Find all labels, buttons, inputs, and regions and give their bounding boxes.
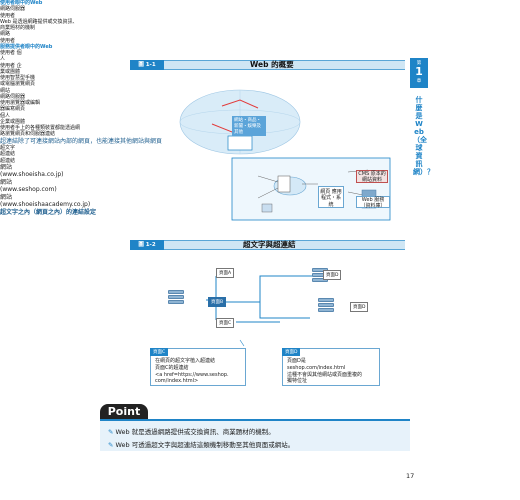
pencil-icon: ✎ xyxy=(108,428,114,436)
page-c-detail-line-4: com/index.html> xyxy=(155,378,199,384)
link-line-b-d2 xyxy=(259,302,310,319)
chapter-tab: 第 1 章 xyxy=(410,58,428,88)
link-line-b-d xyxy=(226,275,320,303)
site-right-mid-label: 網站 xyxy=(0,193,13,201)
figure1-tag: 圖 1-1 xyxy=(130,60,164,70)
page-d-2: 頁面D xyxy=(350,302,369,312)
small-user-label: 使用者 xyxy=(0,37,16,44)
left-note: 使用者手上的各種類裝置都能透過網路瀏覽網頁和伺服器連結 xyxy=(0,125,81,138)
private-label: 個人 xyxy=(0,112,11,119)
hyperlink-label-2: 超連結 xyxy=(0,157,16,164)
network-label: 網路 xyxy=(0,31,11,38)
chapter-side-title: 什麼是Web（全球資訊網）？ xyxy=(413,96,434,176)
point-line-2: ✎Web 可透過超文字與超連結這類機制移動至其他頁面或網站。 xyxy=(108,439,294,449)
server-left-icon xyxy=(168,290,184,308)
page-d-detail-head: 頁面D xyxy=(282,348,301,356)
web-app-box: 網頁 應用程式・系統 xyxy=(318,186,344,208)
pencil-icon: ✎ xyxy=(108,441,114,449)
figure2-title: 超文字與超連結 xyxy=(243,240,296,249)
point-line-1-text: Web 就是透過網路提供或交換資訊、商業題材的機制。 xyxy=(115,428,275,436)
web-content-tag: 網站・商品・新聞・娛樂及其他 xyxy=(232,116,266,136)
figure2-header-bar xyxy=(130,240,405,250)
user-label: 使用者 xyxy=(0,12,16,19)
page-c-detail-line-1: 在網頁的超文字植入超連結 xyxy=(155,358,216,364)
website-label: 網站 xyxy=(0,87,11,94)
page-c-detail-line-3: <a href=https://www.seshop. xyxy=(155,372,229,378)
page-d-detail-line-3: 這種不會與其他網站或頁面重複的 xyxy=(287,372,363,378)
chapter-label-top: 第 xyxy=(416,61,422,66)
server-right-top-icon xyxy=(312,268,328,286)
site-right-top-label: 網站 xyxy=(0,178,13,186)
cms-box: CMS 原本的網站資料 xyxy=(356,170,388,183)
corporate-user-label: 使用者 企業或團體 xyxy=(0,62,22,75)
figure2-tag: 圖 1-2 xyxy=(130,240,164,250)
page-c-detail-head: 頁面C xyxy=(150,348,169,356)
page-d: 頁面D xyxy=(323,270,342,280)
user-side-title: 使用者眼中的Web xyxy=(0,0,43,6)
monitor-icon xyxy=(261,203,273,213)
figure1-diagram xyxy=(179,89,391,221)
point-box: ✎Web 就是透過網路提供或交換資訊、商業題材的機制。 ✎Web 可透過超文字與… xyxy=(100,419,410,451)
personal-user-label: 使用者 個人 xyxy=(0,50,22,63)
web-service-box: Web 服務（資料庫） xyxy=(356,196,390,209)
link-setting-title: 超文字之內（網頁之內）的連結設定 xyxy=(0,208,97,216)
page-d-detail-line-4: 獨特位址 xyxy=(287,378,308,384)
chapter-label-bottom: 章 xyxy=(416,79,422,84)
point-line-1: ✎Web 就是透過網路提供或交換資訊、商業題材的機制。 xyxy=(108,426,275,436)
site-left-url: (www.shoeisha.co.jp) xyxy=(0,171,64,179)
page-c-detail-line-2: 頁面C的超連結 xyxy=(155,365,189,371)
provider-side-title: 服務提供者眼中的Web xyxy=(0,43,53,50)
page-number: 17 xyxy=(406,472,415,480)
site-right-mid-url: (www.shoeishaacademy.co.jp) xyxy=(0,201,91,209)
page-d-detail-line-2: seshop.com/index.html xyxy=(287,365,346,371)
hyperlink-label-1: 超連結 xyxy=(0,151,16,158)
figure2-caption: 超連結除了可連接網站內部的網頁，也能連接其他網站與網頁 xyxy=(0,137,163,145)
page-a: 頁面A xyxy=(216,268,235,278)
page-c: 頁面C xyxy=(216,318,235,328)
chapter-number: 1 xyxy=(415,65,423,78)
web-info-note: Web 是透過網路提供或交換資訊、商業題材的機制 xyxy=(0,18,78,31)
page-c-detail-box: 頁面C 在網頁的超文字植入超連結 頁面C的超連結 <a href=https:/… xyxy=(150,348,246,386)
figure1-title: Web 的概要 xyxy=(250,60,294,69)
site-left-label: 網站 xyxy=(0,163,13,171)
provider-frame xyxy=(231,157,391,221)
page-d-detail-line-1: 頁面D是 xyxy=(287,358,306,364)
figure1-header-bar xyxy=(130,60,405,70)
web-server-label-2: 網路伺服器 xyxy=(0,93,26,100)
browsing-note: 使用智慧型手機或電腦瀏覽網頁 xyxy=(0,75,36,88)
point-badge: Point xyxy=(100,404,148,420)
server-right-mid-icon xyxy=(318,298,334,316)
hypertext-label: 超文字 xyxy=(0,145,16,151)
page-d-detail-box: 頁面D 頁面D是 seshop.com/index.html 這種不會與其他網站… xyxy=(282,348,380,386)
enterprise-label: 企業或團體 xyxy=(0,118,26,125)
red-link-line xyxy=(221,99,259,109)
site-right-top-url: (www.seshop.com) xyxy=(0,186,57,194)
web-server-label: 網路伺服器 xyxy=(0,6,26,13)
point-line-2-text: Web 可透過超文字與超連結這類機制移動至其他頁面或網站。 xyxy=(115,441,295,449)
page-b: 頁面B xyxy=(208,297,227,307)
maintenance-note: 使用瀏覽器或編輯器編寫網頁 xyxy=(0,100,41,113)
